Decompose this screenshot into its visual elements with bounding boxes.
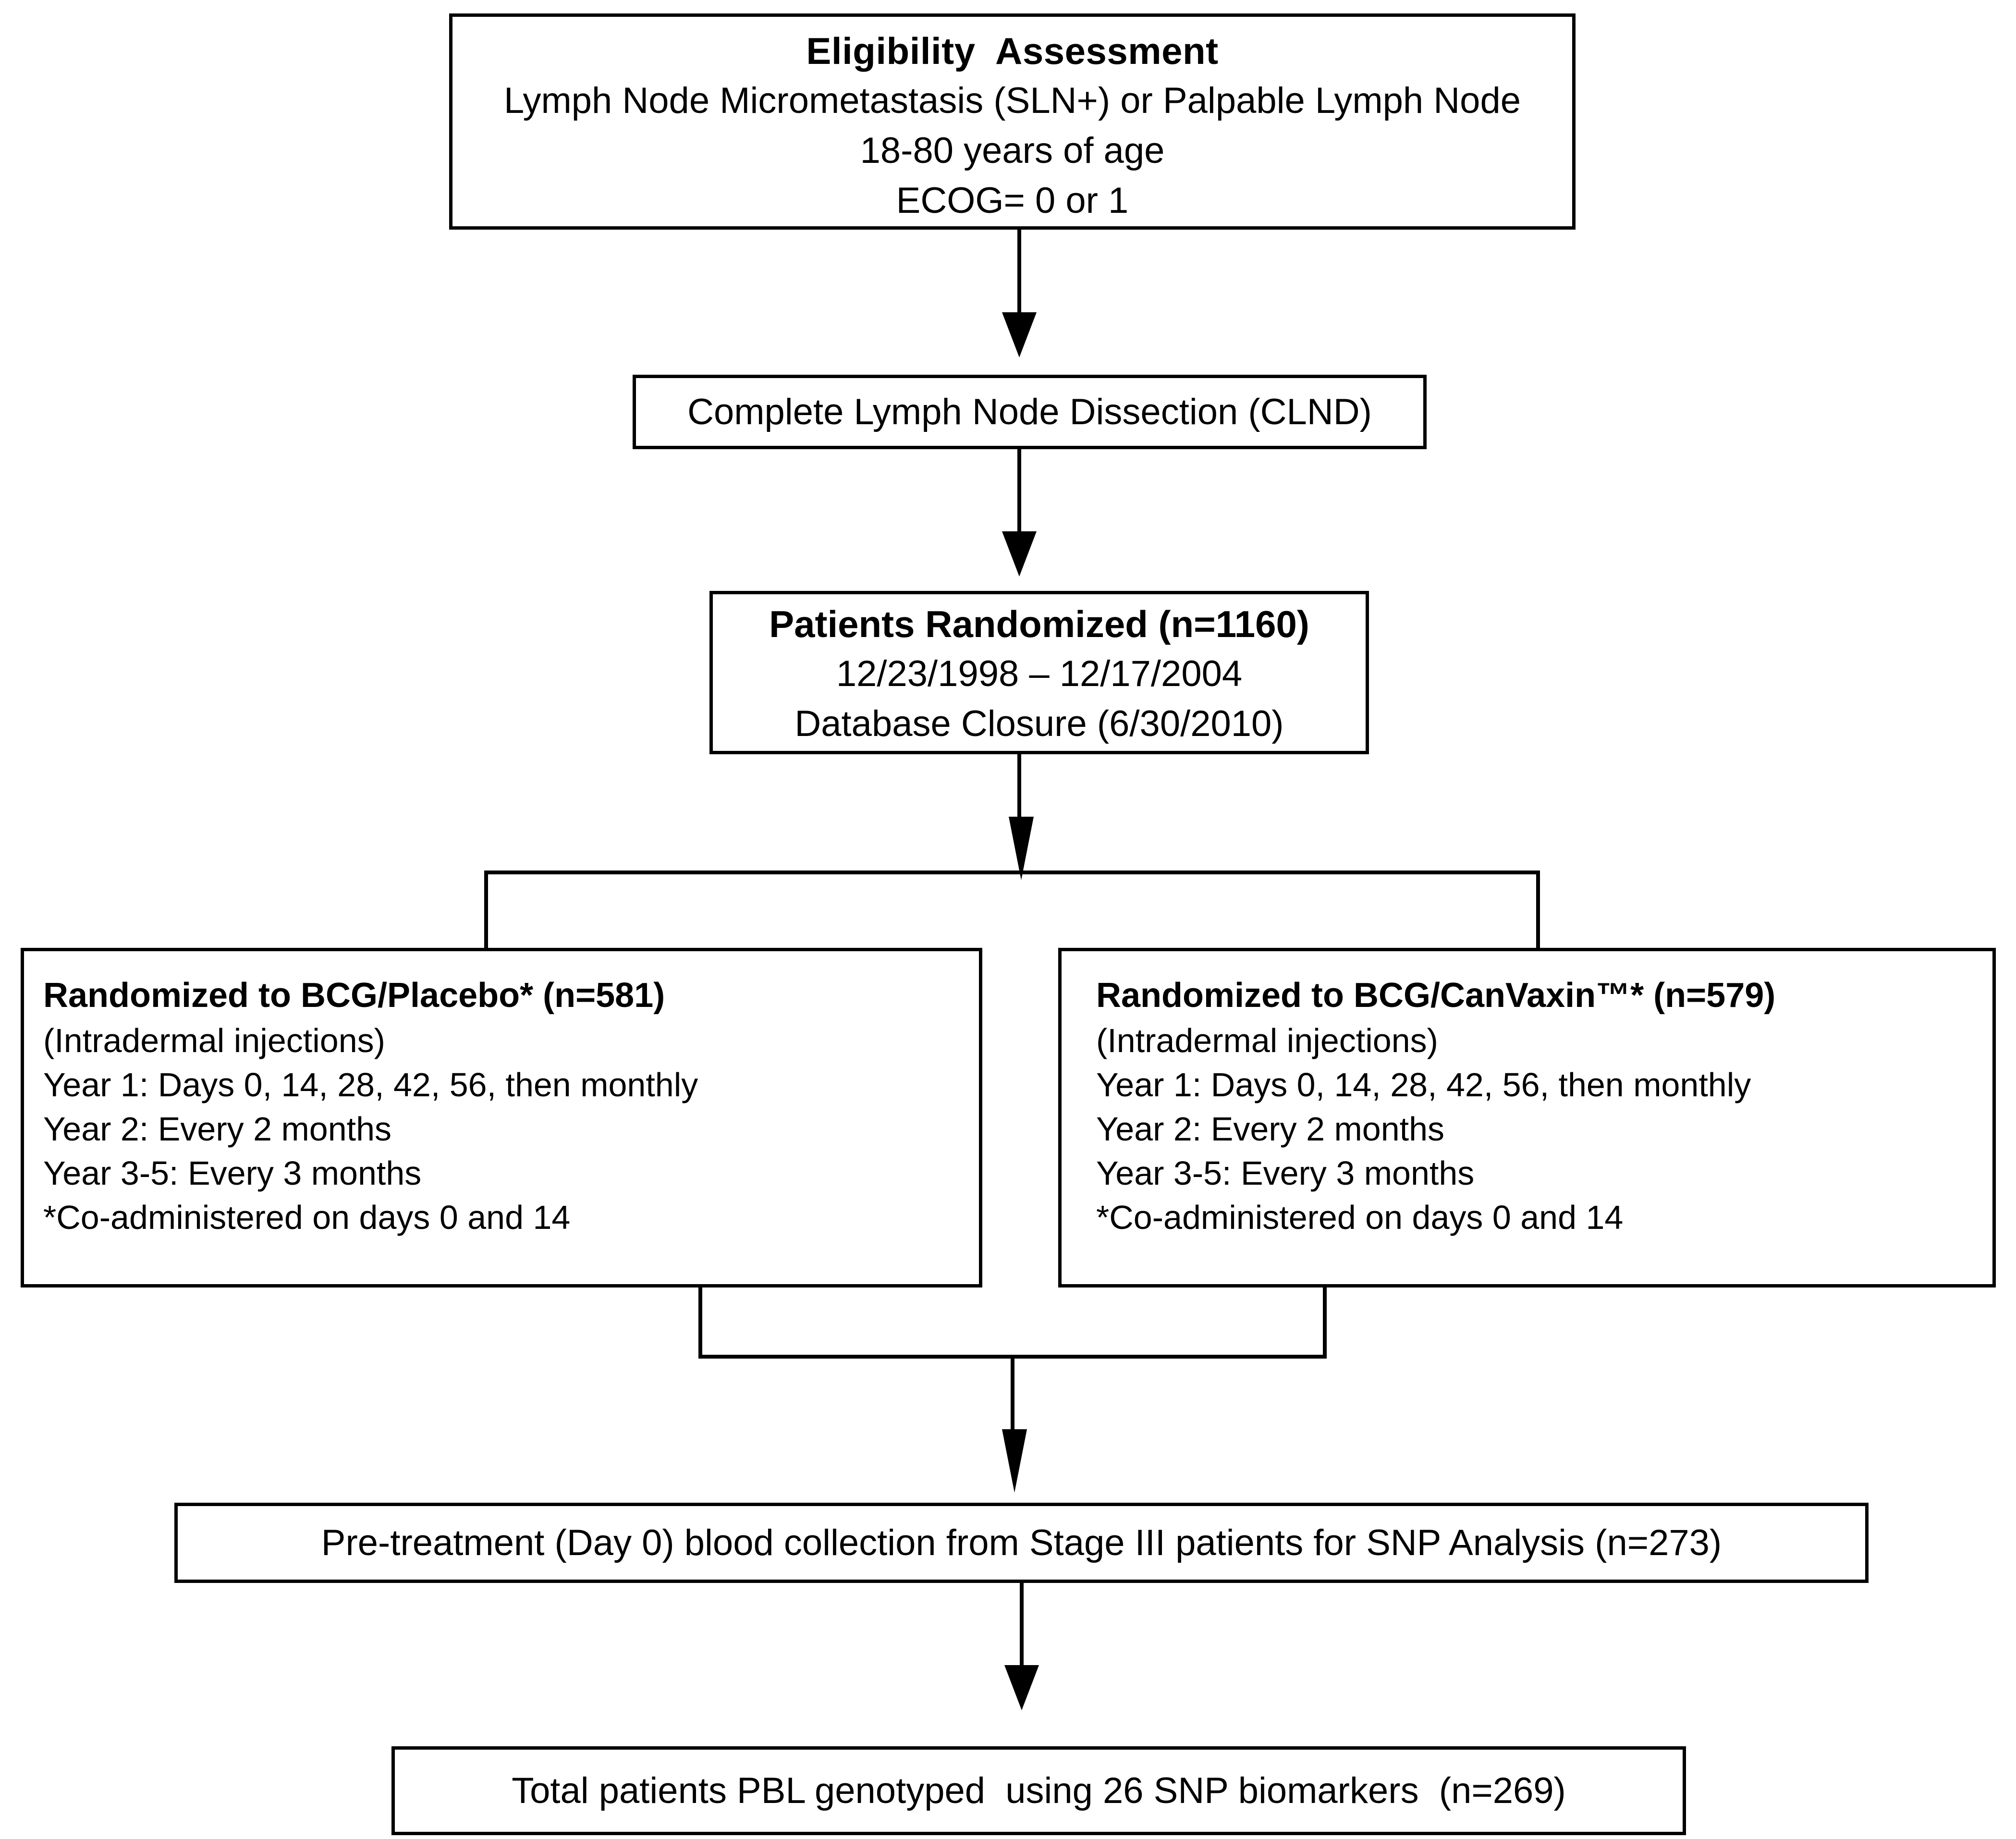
arm-placebo-line-4: Year 3-5: Every 3 months (43, 1154, 422, 1192)
arm-canvaxin-line-3: Year 2: Every 2 months (1096, 1110, 1445, 1148)
eligibility-line-1: Lymph Node Micrometastasis (SLN+) or Pal… (504, 80, 1521, 121)
pretreatment-line: Pre-treatment (Day 0) blood collection f… (321, 1522, 1722, 1563)
connector-randomized-to-split (1017, 754, 1021, 836)
node-pretreatment-blood-collection: Pre-treatment (Day 0) blood collection f… (174, 1503, 1869, 1583)
connector-merge-to-pretreatment (1011, 1355, 1014, 1446)
arm-placebo-line-2: Year 1: Days 0, 14, 28, 42, 56, then mon… (43, 1066, 698, 1103)
split-drop-right (1536, 870, 1540, 951)
connector-pretreatment-to-genotyped (1020, 1583, 1024, 1679)
clnd-line: Complete Lymph Node Dissection (CLND) (687, 391, 1372, 432)
connector-clnd-to-randomized (1017, 449, 1021, 540)
node-complete-lymph-node-dissection: Complete Lymph Node Dissection (CLND) (633, 375, 1427, 449)
connector-eligibility-to-clnd (1017, 230, 1021, 321)
node-patients-randomized: Patients Randomized (n=1160) 12/23/1998 … (709, 591, 1369, 754)
eligibility-line-2: 18-80 years of age (860, 130, 1165, 171)
randomized-line-2: Database Closure (6/30/2010) (794, 703, 1284, 744)
merge-drop-right (1323, 1287, 1327, 1359)
arm-placebo-line-5: *Co-administered on days 0 and 14 (43, 1199, 571, 1236)
genotyped-line: Total patients PBL genotyped using 26 SN… (512, 1770, 1566, 1811)
randomized-line-1: 12/23/1998 – 12/17/2004 (836, 653, 1243, 694)
arm-placebo-line-3: Year 2: Every 2 months (43, 1110, 392, 1148)
node-arm-bcg-placebo: Randomized to BCG/Placebo* (n=581) (Intr… (21, 948, 982, 1287)
arm-canvaxin-line-2: Year 1: Days 0, 14, 28, 42, 56, then mon… (1096, 1066, 1751, 1103)
arrowhead-pretreatment-to-genotyped (1004, 1665, 1039, 1710)
split-drop-left (484, 870, 488, 951)
arrowhead-eligibility-to-clnd (1002, 312, 1037, 357)
arm-placebo-heading: Randomized to BCG/Placebo* (n=581) (43, 976, 665, 1015)
arm-canvaxin-line-5: *Co-administered on days 0 and 14 (1096, 1199, 1624, 1236)
eligibility-line-3: ECOG= 0 or 1 (896, 180, 1129, 221)
arm-canvaxin-heading: Randomized to BCG/CanVaxin™* (n=579) (1096, 976, 1776, 1015)
node-total-patients-genotyped: Total patients PBL genotyped using 26 SN… (391, 1746, 1686, 1835)
arm-canvaxin-line-1: (Intradermal injections) (1096, 1022, 1438, 1059)
split-bar (484, 870, 1540, 874)
merge-drop-left (698, 1287, 702, 1359)
node-eligibility-assessment: Eligibility Assessment Lymph Node Microm… (449, 13, 1576, 230)
arm-placebo-line-1: (Intradermal injections) (43, 1022, 385, 1059)
arrowhead-randomized-to-split (1009, 817, 1034, 880)
arrowhead-clnd-to-randomized (1002, 531, 1037, 576)
arrowhead-merge-to-pretreatment (1002, 1429, 1027, 1493)
arm-canvaxin-line-4: Year 3-5: Every 3 months (1096, 1154, 1475, 1192)
randomized-heading: Patients Randomized (n=1160) (769, 603, 1309, 645)
eligibility-heading: Eligibility Assessment (806, 30, 1219, 72)
node-arm-bcg-canvaxin: Randomized to BCG/CanVaxin™* (n=579) (In… (1058, 948, 1996, 1287)
